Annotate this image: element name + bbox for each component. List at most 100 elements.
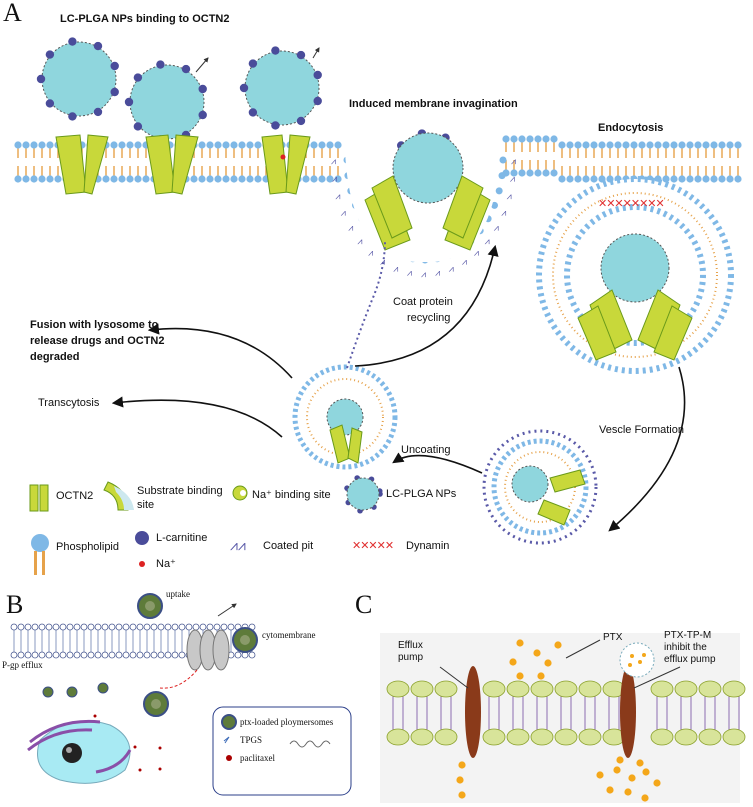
legend-octn2: OCTN2 <box>56 490 94 502</box>
octn2-transporter-1 <box>55 134 109 195</box>
svg-text:⩘: ⩘ <box>348 223 353 233</box>
label-uptake: uptake <box>166 589 190 599</box>
pointer-efflux <box>439 666 469 689</box>
svg-text:⩘: ⩘ <box>507 192 512 202</box>
pointer-ptx <box>565 639 601 659</box>
label-fusion-1: Fusion with lysosome to <box>30 319 159 331</box>
svg-text:⩘: ⩘ <box>449 264 454 274</box>
legend-dynamin: Dynamin <box>406 540 450 552</box>
svg-text:⩘: ⩘ <box>335 192 340 202</box>
legend-na-icon <box>139 561 145 567</box>
svg-text:⩘: ⩘ <box>332 175 337 185</box>
polymersomes-b <box>42 593 258 717</box>
legend-substrate-1: Substrate binding <box>137 485 223 497</box>
label-cytomembrane: cytomembrane <box>262 630 316 640</box>
svg-text:⩘: ⩘ <box>341 208 346 218</box>
title-invagination: Induced membrane invagination <box>349 98 518 110</box>
legend-nps: LC-PLGA NPs <box>386 488 457 500</box>
ptx-tp-m-micelle <box>619 642 655 678</box>
panel-label-c: C <box>355 590 373 619</box>
legend-lcarnitine-icon <box>135 531 149 545</box>
panel-b <box>10 593 352 796</box>
octn2-transporter-2 <box>145 134 199 195</box>
legend-octn2-icon <box>29 484 49 512</box>
svg-text:⩘: ⩘ <box>501 208 506 218</box>
svg-text:⩘: ⩘ <box>485 237 490 247</box>
legend-dynamin-icon: ✕✕✕✕✕ <box>352 539 393 552</box>
pgp-efflux-path <box>159 669 198 689</box>
octn2-transporter-3 <box>261 134 311 195</box>
coat-protein-stream <box>346 239 386 369</box>
label-efflux-2: pump <box>398 652 424 663</box>
legend-phospholipid-icon <box>31 534 49 575</box>
label-ptxtpm-2: inhibit the <box>664 642 707 653</box>
svg-text:⩘: ⩘ <box>393 264 398 274</box>
title-binding: LC-PLGA NPs binding to OCTN2 <box>60 13 230 25</box>
arrow-uptake <box>217 603 237 617</box>
legend-coated-pit: Coated pit <box>263 540 314 552</box>
vesicle-coated-right <box>482 429 598 545</box>
label-fusion-3: degraded <box>30 351 80 363</box>
arrow-recycling <box>354 244 499 367</box>
svg-text:⩘: ⩘ <box>331 157 336 167</box>
panel-a: ⩘⩘⩘⩘⩘⩘⩘⩘⩘⩘⩘⩘⩘⩘⩘⩘⩘⩘⩘⩘⩘ <box>14 37 742 575</box>
pointer-ptxtpm <box>633 666 681 689</box>
svg-text:⩘: ⩘ <box>435 269 440 279</box>
invagination-pit <box>345 132 500 263</box>
legend-polymersomes: ptx-loaded ploymersomes <box>240 717 334 727</box>
legend-polymersome-icon <box>221 714 237 730</box>
efflux-pump-2 <box>620 666 636 758</box>
endocytic-vesicle: ✕✕✕✕✕✕✕✕ <box>536 176 734 374</box>
label-fusion-2: release drugs and OCTN2 <box>30 335 165 347</box>
label-uncoating: Uncoating <box>401 444 451 456</box>
tpgs-structure <box>289 740 331 748</box>
svg-text:⩘: ⩘ <box>462 258 467 268</box>
label-vesicle-formation: Vescle Formation <box>599 424 684 436</box>
legend-nanoparticle-icon <box>346 477 380 511</box>
legend-substrate-2: site <box>137 499 155 511</box>
title-endocytosis: Endocytosis <box>598 122 664 134</box>
panel-label-b: B <box>6 590 24 619</box>
paclitaxel-dots <box>93 714 162 772</box>
legend-na-binding: Na⁺ binding site <box>252 489 331 501</box>
panel-c-bg <box>380 633 740 803</box>
efflux-pump-1 <box>465 666 481 758</box>
svg-text:⩘: ⩘ <box>421 270 426 280</box>
vesicle-uncoated-center <box>292 364 398 470</box>
legend-lcarnitine: L-carnitine <box>156 532 208 544</box>
svg-text:⩘: ⩘ <box>357 237 362 247</box>
legend-paclitaxel-icon <box>226 755 232 761</box>
arrow-small-2 <box>312 47 320 59</box>
legend-paclitaxel: paclitaxel <box>240 753 275 763</box>
label-recycling: recycling <box>407 312 451 324</box>
label-ptx: PTX <box>603 632 623 643</box>
svg-text:✕✕✕✕✕✕✕✕: ✕✕✕✕✕✕✕✕ <box>598 197 664 210</box>
label-pgp-efflux: P-gp efflux <box>2 660 43 670</box>
svg-text:⩘: ⩘ <box>511 157 516 167</box>
panel-c <box>380 633 746 803</box>
legend-phospholipid: Phospholipid <box>56 541 119 553</box>
cell-nucleus <box>27 719 132 784</box>
svg-text:⩘: ⩘ <box>494 223 499 233</box>
label-coat-protein: Coat protein <box>393 296 453 308</box>
legend-coated-pit-icon: ⩘⩘ <box>230 538 246 554</box>
legend-na-binding-icon <box>232 485 248 501</box>
lipid-bilayer-c <box>386 680 746 746</box>
legend-tpgs: TPGS <box>240 735 263 745</box>
arrow-fusion <box>147 323 293 379</box>
arrow-uncoating <box>392 452 483 474</box>
svg-text:⩘: ⩘ <box>510 175 515 185</box>
legend-substrate-icon <box>103 481 134 511</box>
pgp-pump <box>186 629 230 671</box>
ptx-dots <box>456 639 661 802</box>
label-efflux-1: Efflux <box>398 640 423 651</box>
panel-label-a: A <box>3 0 22 27</box>
label-ptxtpm-3: efflux pump <box>664 654 716 665</box>
legend-box-b <box>212 706 352 796</box>
svg-text:⩘: ⩘ <box>368 248 373 258</box>
svg-text:⩘: ⩘ <box>407 269 412 279</box>
arrow-transcytosis <box>111 396 283 438</box>
legend-na: Na⁺ <box>156 558 176 570</box>
label-transcytosis: Transcytosis <box>38 397 100 409</box>
